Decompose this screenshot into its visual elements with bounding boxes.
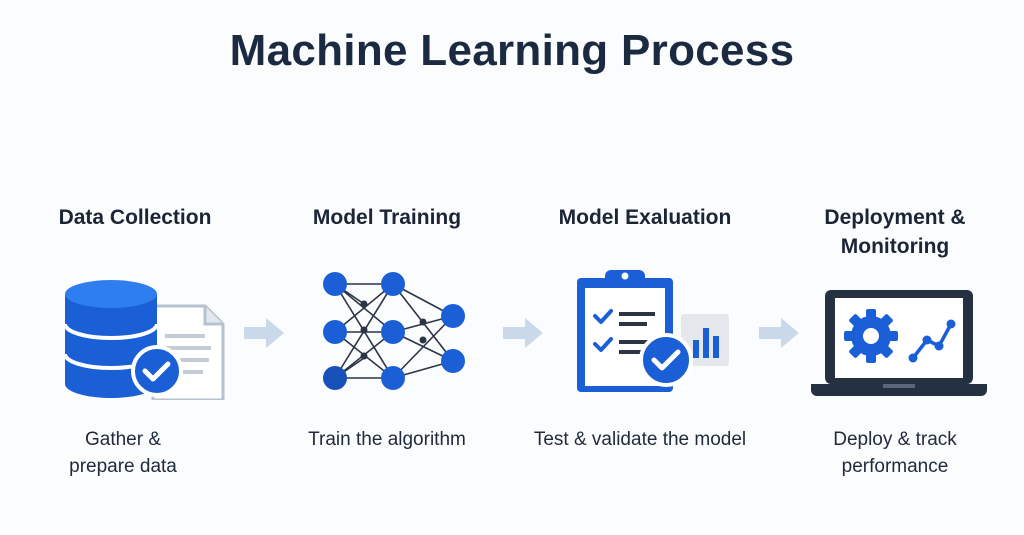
step-description: Gather & prepare data — [69, 429, 177, 477]
laptop-monitoring-icon — [785, 270, 1005, 400]
step-description: Train the algorithm — [308, 429, 466, 450]
neural-network-icon — [277, 270, 497, 400]
clipboard-check-icon — [535, 270, 755, 400]
arrow-right-icon — [501, 316, 545, 350]
bar-chart-icon — [681, 314, 729, 366]
step-deployment-monitoring: Deployment & Monitoring — [785, 198, 1005, 498]
step-title: Model Training — [312, 206, 462, 229]
check-badge-icon — [639, 333, 693, 387]
gear-icon — [844, 309, 898, 363]
arrow-right-icon — [757, 316, 801, 350]
step-description: Deploy & track performance — [833, 429, 957, 477]
database-icon — [25, 270, 245, 400]
step-model-training: Model Training Train the algorit — [277, 198, 497, 498]
step-title: Model Exaluation — [558, 206, 732, 229]
step-description: Test & validate the model — [533, 429, 747, 450]
step-title: Data Collection — [58, 206, 212, 229]
page-title: Machine Learning Process — [229, 26, 795, 75]
arrow-right-icon — [242, 316, 286, 350]
step-data-collection: Data Collection — [25, 198, 245, 498]
step-title: Deployment & Monitoring — [824, 206, 966, 258]
trend-line-icon — [911, 322, 953, 360]
check-badge-icon — [131, 345, 183, 397]
step-model-evaluation: Model Exaluation — [534, 198, 755, 498]
